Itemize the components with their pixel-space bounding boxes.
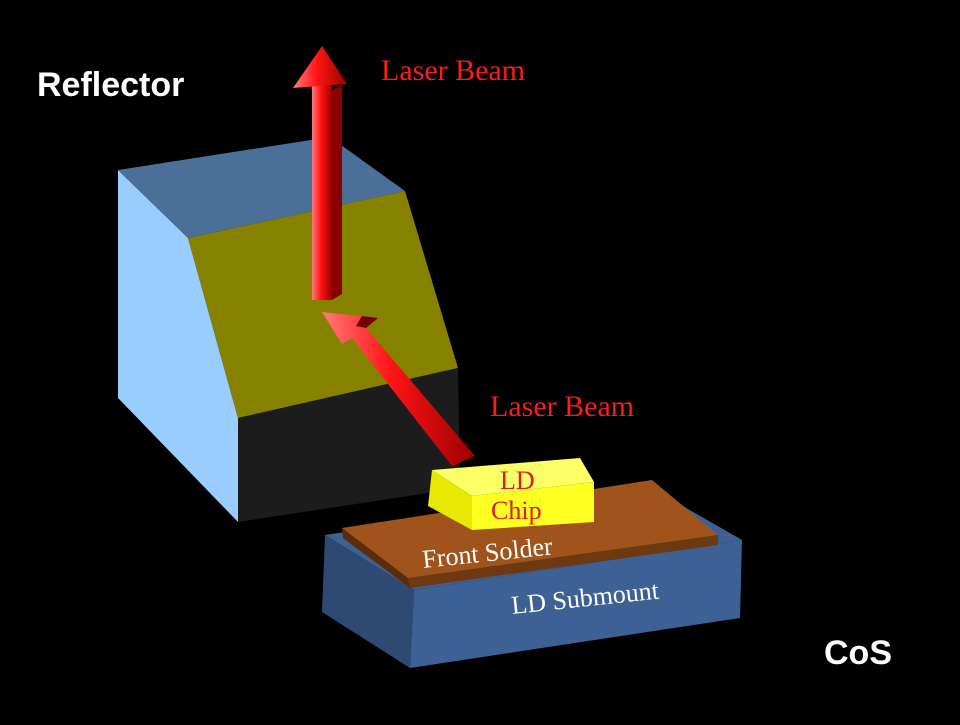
solder-front-edge — [408, 535, 718, 588]
ld-chip-label-line1: LD — [500, 466, 535, 495]
chip-top-face — [432, 458, 594, 496]
laser-beam-mid-label: Laser Beam — [490, 390, 635, 423]
vertical-beam-arrowhead — [293, 46, 347, 88]
solder-left-edge — [342, 528, 410, 588]
vertical-beam-shaft-shadow — [332, 84, 342, 300]
laser-beam-top-label: Laser Beam — [381, 54, 526, 87]
reflector-label: Reflector — [37, 66, 185, 104]
diagonal-beam-arrow — [322, 312, 475, 466]
front-solder — [342, 480, 718, 588]
reflector-base-face — [238, 368, 460, 522]
cos-label: CoS — [824, 634, 892, 672]
chip-left-face — [428, 470, 472, 530]
submount-left-face — [322, 535, 414, 668]
chip-front-face — [472, 482, 594, 530]
ld-chip-label-line2: Chip — [491, 496, 542, 525]
reflector-side-face — [118, 170, 238, 522]
laser-beam-vertical — [293, 46, 347, 300]
ld-chip — [428, 458, 594, 530]
submount-front-face — [410, 540, 742, 668]
laser-beam-diagonal — [322, 312, 475, 466]
reflector-block — [118, 137, 460, 522]
diagonal-beam-shadow — [356, 316, 378, 328]
vertical-beam-shaft — [312, 84, 332, 300]
solder-top-face — [342, 480, 718, 578]
